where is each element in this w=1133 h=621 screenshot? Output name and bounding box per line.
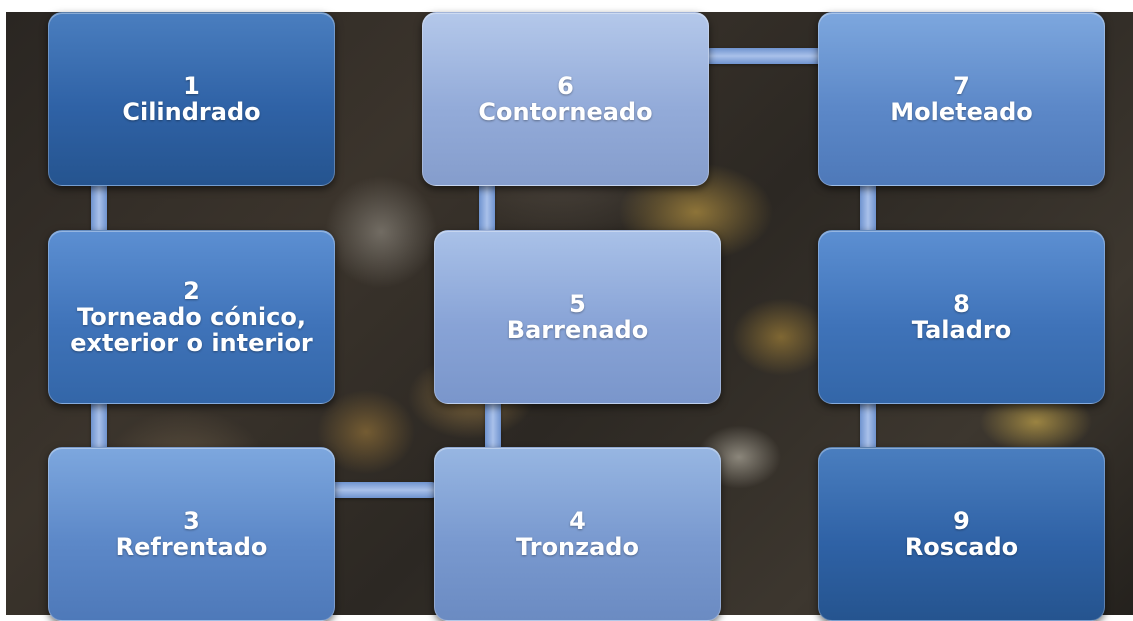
step-box-8: 8 Taladro bbox=[818, 230, 1105, 404]
step-number: 7 bbox=[953, 72, 970, 100]
connector-2-3 bbox=[91, 398, 107, 453]
step-number: 8 bbox=[953, 290, 970, 318]
step-box-6: 6 Contorneado bbox=[422, 12, 709, 186]
step-label: Contorneado bbox=[478, 98, 653, 126]
step-box-3: 3 Refrentado bbox=[48, 447, 335, 621]
connector-5-6 bbox=[479, 180, 495, 235]
step-number: 5 bbox=[569, 290, 586, 318]
step-number: 2 bbox=[183, 277, 200, 305]
step-box-5: 5 Barrenado bbox=[434, 230, 721, 404]
step-label: Taladro bbox=[911, 316, 1012, 344]
step-label: Cilindrado bbox=[122, 98, 261, 126]
step-label: Refrentado bbox=[115, 533, 268, 561]
step-label: Tronzado bbox=[516, 533, 639, 561]
step-label: Moleteado bbox=[890, 98, 1033, 126]
step-label: Barrenado bbox=[506, 316, 649, 344]
step-box-4: 4 Tronzado bbox=[434, 447, 721, 621]
step-number: 3 bbox=[183, 507, 200, 535]
step-label: Roscado bbox=[904, 533, 1019, 561]
step-number: 1 bbox=[183, 72, 200, 100]
step-number: 4 bbox=[569, 507, 586, 535]
step-box-1: 1 Cilindrado bbox=[48, 12, 335, 186]
step-number: 6 bbox=[557, 72, 574, 100]
step-box-2: 2 Torneado cónico, exterior o interior bbox=[48, 230, 335, 404]
connector-1-2 bbox=[91, 180, 107, 235]
connector-4-5 bbox=[485, 398, 501, 453]
step-box-9: 9 Roscado bbox=[818, 447, 1105, 621]
step-number: 9 bbox=[953, 507, 970, 535]
connector-6-7 bbox=[706, 48, 826, 64]
connector-8-9 bbox=[860, 398, 876, 453]
step-box-7: 7 Moleteado bbox=[818, 12, 1105, 186]
step-label: Torneado cónico, exterior o interior bbox=[70, 303, 313, 357]
connector-3-4 bbox=[326, 482, 436, 498]
connector-7-8 bbox=[860, 180, 876, 235]
